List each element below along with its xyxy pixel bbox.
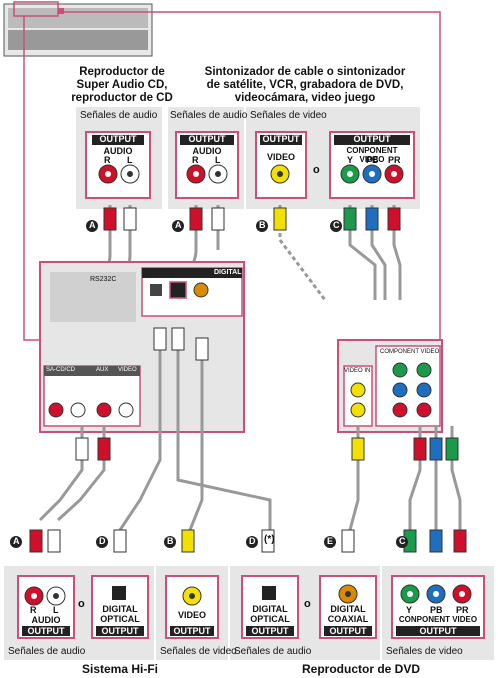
hifi-video: VIDEO: [177, 610, 206, 620]
top-tuner-video-output: OUTPUT: [262, 134, 300, 144]
frame-line-receiver: [23, 16, 42, 341]
hifi-optical-output: OUTPUT: [101, 626, 139, 636]
hifi-footer: Sistema Hi-Fi: [82, 662, 159, 676]
receiver-video-panel: [337, 339, 443, 433]
bottom-audio-label-2: Señales de audio: [234, 646, 312, 657]
marker-e-bottom: E: [327, 536, 334, 546]
top-tuner-audio-output-panel: [175, 131, 239, 199]
top-tuner-audio-output: OUTPUT: [188, 134, 226, 144]
hifi-optical-label: DIGITAL OPTICAL: [100, 604, 140, 624]
hifi-video-output: OUTPUT: [173, 626, 211, 636]
receiver-back-panel: [39, 261, 245, 433]
dvd-optical-panel: [241, 575, 299, 639]
marker-a-top-1: A: [89, 220, 96, 230]
marker-d-bottom-2: D: [249, 536, 256, 546]
marker-a-top-2: A: [175, 220, 182, 230]
sacd-title: Reproductor de Super Audio CD, reproduct…: [71, 66, 173, 104]
dvd-coaxial-label: DIGITAL COAXIAL: [327, 604, 369, 624]
dvd-comp-pb: PB: [430, 605, 443, 615]
top-sacd-r: R: [104, 155, 111, 165]
dvd-optical-label: DIGITAL OPTICAL: [250, 604, 290, 624]
dvd-coaxial-panel: [319, 575, 377, 639]
top-comp-y: Y: [347, 155, 354, 165]
top-video-label: Señales de video: [250, 110, 327, 121]
dvd-footer: Reproductor de DVD: [302, 662, 421, 676]
hifi-audio: AUDIO: [31, 615, 61, 625]
top-tuner-video-output-panel: [255, 131, 307, 199]
top-audio-label-2: Señales de audio: [170, 110, 248, 121]
top-audio-label-1: Señales de audio: [80, 110, 158, 121]
dvd-comp-pr: PR: [456, 605, 469, 615]
receiver-digital: DIGITAL: [214, 269, 242, 276]
dvd-comp-label: CONPONENT VIDEO: [398, 615, 478, 624]
marker-c-bottom: C: [399, 536, 406, 546]
top-tuner-r: R: [192, 155, 199, 165]
hifi-or: o: [78, 598, 85, 610]
bottom-audio-label-1: Señales de audio: [8, 646, 86, 657]
marker-b-top: B: [259, 220, 266, 230]
middle-plugs: [75, 327, 459, 461]
receiver-component: COMPONENT VIDEO: [380, 349, 440, 355]
dvd-or: o: [304, 598, 311, 610]
top-comp-pb: PB: [366, 155, 379, 165]
hifi-optical-panel: [91, 575, 149, 639]
receiver-video-in: VIDEO IN: [344, 368, 371, 374]
bottom-video-label-1: Señales de video: [160, 646, 237, 657]
receiver-thumbnail: [3, 1, 153, 57]
dvd-coaxial-output: OUTPUT: [329, 626, 367, 636]
bottom-plugs: [29, 529, 467, 553]
top-or: o: [313, 164, 320, 176]
receiver-sacd: SA-CD/CD: [46, 367, 76, 373]
dvd-component-panel: [391, 575, 485, 639]
dvd-optical-output: OUTPUT: [251, 626, 289, 636]
top-tuner-audio: AUDIO: [192, 146, 222, 156]
top-comp-output: OUTPUT: [353, 134, 391, 144]
top-plugs: [103, 207, 401, 231]
receiver-aux: AUX: [96, 367, 109, 373]
marker-b-bottom: B: [167, 536, 174, 546]
hifi-video-panel: [165, 575, 219, 639]
marker-asterisk: (*): [264, 534, 275, 545]
tuner-title: Sintonizador de cable o sintonizador de …: [204, 66, 406, 104]
hifi-audio-output: OUTPUT: [27, 626, 65, 636]
top-tuner-component-output-panel: [329, 131, 415, 199]
receiver-rs232c: RS232C: [90, 276, 117, 283]
receiver-video: VIDEO: [118, 367, 137, 373]
marker-a-bottom: A: [13, 536, 20, 546]
top-sacd-output-panel: [85, 131, 151, 199]
top-tuner-video: VIDEO: [266, 152, 295, 162]
bottom-video-label-2: Señales de video: [386, 646, 463, 657]
top-comp-pr: PR: [388, 155, 401, 165]
cable-markers: [10, 220, 408, 548]
marker-d-bottom-1: D: [99, 536, 106, 546]
top-comp-label: CONPONENT VIDEO: [346, 146, 398, 164]
hifi-r: R: [30, 605, 37, 615]
marker-c-top: C: [333, 220, 340, 230]
dvd-comp-output: OUTPUT: [419, 626, 457, 636]
top-sacd-output: OUTPUT: [99, 134, 137, 144]
frame-line-dvd: [60, 11, 441, 340]
dvd-comp-y: Y: [406, 605, 413, 615]
top-tuner-l: L: [215, 155, 221, 165]
top-sacd-audio: AUDIO: [103, 146, 133, 156]
hifi-audio-panel: [17, 575, 75, 639]
top-sacd-l: L: [127, 155, 133, 165]
hifi-l: L: [53, 605, 59, 615]
